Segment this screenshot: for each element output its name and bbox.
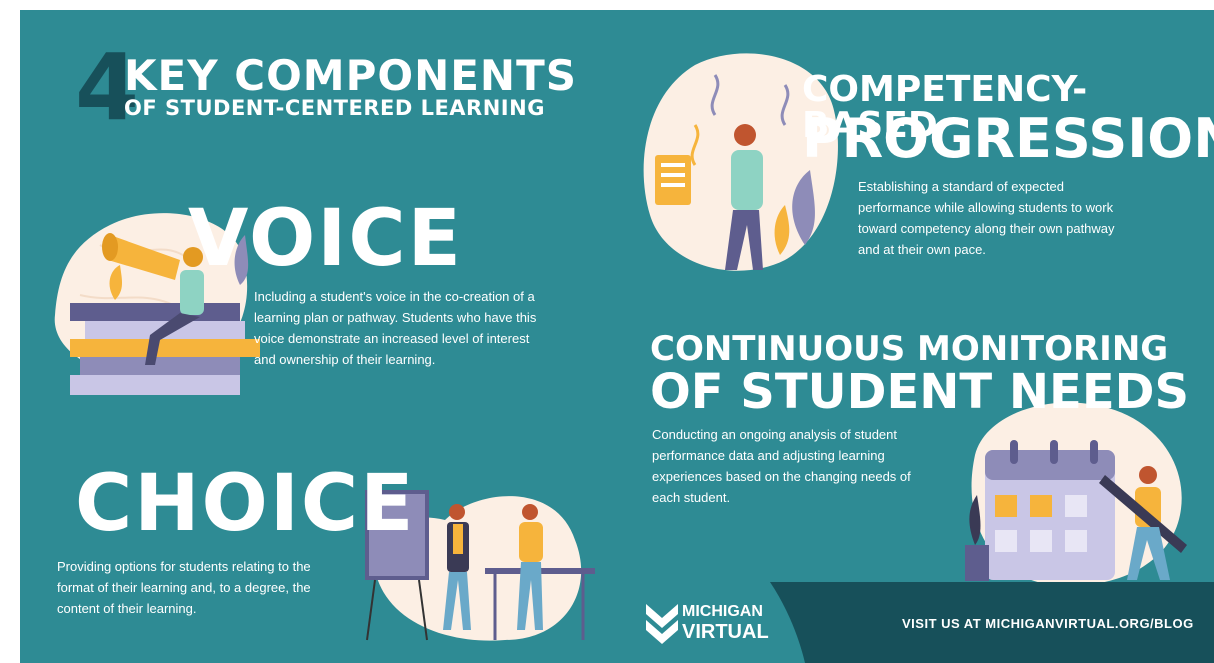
monitoring-line: each student. — [652, 490, 731, 505]
choice-description: Providing options for students relating … — [57, 556, 311, 619]
monitoring-line: performance data and adjusting learning — [652, 448, 885, 463]
competency-illustration — [643, 53, 838, 271]
monitoring-description: Conducting an ongoing analysis of studen… — [652, 424, 911, 508]
voice-line: voice demonstrate an increased level of … — [254, 331, 530, 346]
monitoring-line: experiences based on the changing needs … — [652, 469, 911, 484]
michigan-virtual-logo-icon — [646, 604, 678, 644]
voice-line: Including a student's voice in the co-cr… — [254, 289, 535, 304]
footer-bar: MICHIGAN VIRTUAL VISIT US AT MICHIGANVIR… — [620, 582, 1214, 663]
footer-wave — [620, 582, 805, 663]
competency-heading-line2: PROGRESSION — [802, 107, 1214, 170]
header-number: 4 — [75, 34, 140, 141]
choice-line: content of their learning. — [57, 601, 197, 616]
competency-description: Establishing a standard of expected perf… — [858, 176, 1115, 260]
voice-description: Including a student's voice in the co-cr… — [254, 286, 536, 370]
monitoring-line: Conducting an ongoing analysis of studen… — [652, 427, 898, 442]
infographic-panel: 4 KEY COMPONENTS OF STUDENT-CENTERED LEA… — [20, 10, 1214, 663]
voice-illustration — [54, 213, 260, 395]
competency-line: performance while allowing students to w… — [858, 200, 1114, 215]
choice-line: Providing options for students relating … — [57, 559, 311, 574]
competency-line: Establishing a standard of expected — [858, 179, 1064, 194]
monitoring-heading-line2: OF STUDENT NEEDS — [650, 364, 1190, 420]
monitoring-illustration — [965, 402, 1187, 586]
logo-line2: VIRTUAL — [682, 621, 769, 643]
choice-line: format of their learning and, to a degre… — [57, 580, 311, 595]
voice-line: learning plan or pathway. Students who h… — [254, 310, 537, 325]
choice-heading: CHOICE — [75, 459, 416, 549]
voice-heading: VOICE — [188, 194, 463, 284]
logo-line1: MICHIGAN — [682, 603, 763, 620]
monitoring-heading-line1: CONTINUOUS MONITORING — [650, 329, 1169, 369]
header-title: KEY COMPONENTS — [124, 51, 577, 100]
competency-line: and at their own pace. — [858, 242, 986, 257]
voice-line: and ownership of their learning. — [254, 352, 436, 367]
competency-heading-line1: COMPETENCY-BASED — [802, 69, 1088, 146]
competency-line: toward competency along their own pathwa… — [858, 221, 1115, 236]
header-subtitle: OF STUDENT-CENTERED LEARNING — [124, 96, 545, 120]
choice-illustration — [365, 490, 595, 641]
visit-link[interactable]: VISIT US AT MICHIGANVIRTUAL.ORG/BLOG — [902, 616, 1194, 631]
